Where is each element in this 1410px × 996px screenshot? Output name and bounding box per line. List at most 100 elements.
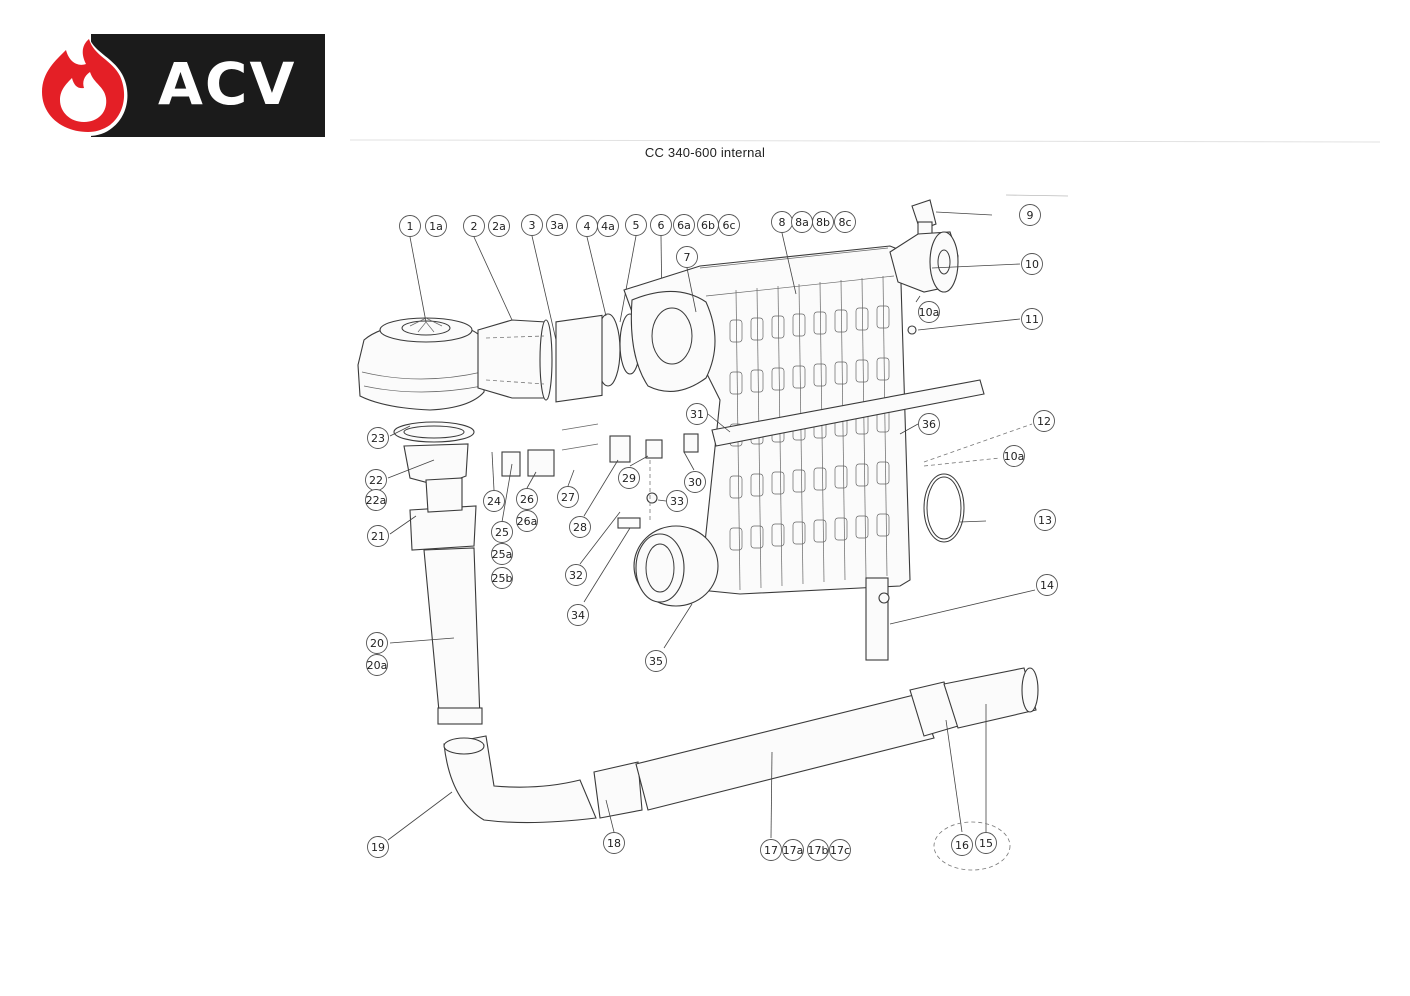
part-label-3: 3 (521, 214, 543, 236)
part-label-17: 17 (760, 839, 782, 861)
flue-pipe-part (387, 667, 1039, 871)
svg-text:21: 21 (371, 530, 385, 543)
part-label-1a: 1a (425, 215, 447, 237)
gasket-ring-part (923, 423, 1033, 543)
part-label-16: 16 (951, 834, 973, 856)
part-label-8a: 8a (791, 211, 813, 233)
svg-text:3a: 3a (550, 219, 564, 232)
part-label-26a: 26a (516, 510, 538, 532)
outlet-valve-part (889, 199, 1021, 335)
part-label-19: 19 (367, 836, 389, 858)
svg-text:5: 5 (633, 219, 640, 232)
part-label-6a: 6a (673, 214, 695, 236)
svg-text:8a: 8a (795, 216, 809, 229)
svg-text:17a: 17a (783, 844, 804, 857)
svg-text:9: 9 (1027, 209, 1034, 222)
part-label-1: 1 (399, 215, 421, 237)
part-label-13: 13 (1034, 509, 1056, 531)
part-label-31: 31 (686, 403, 708, 425)
gas-valve-assembly-part (491, 314, 699, 603)
part-label-4: 4 (576, 215, 598, 237)
svg-text:13: 13 (1038, 514, 1052, 527)
svg-text:6: 6 (658, 219, 665, 232)
svg-text:28: 28 (573, 521, 587, 534)
inspection-door-part (633, 525, 719, 649)
part-label-36: 36 (918, 413, 940, 435)
part-label-6b: 6b (697, 214, 719, 236)
acv-logo: ACV (36, 34, 326, 140)
svg-text:20: 20 (370, 637, 384, 650)
svg-text:32: 32 (569, 569, 583, 582)
svg-text:26: 26 (520, 493, 534, 506)
part-label-8: 8 (771, 211, 793, 233)
svg-text:2: 2 (471, 220, 478, 233)
part-label-2: 2 (463, 215, 485, 237)
part-label-25a: 25a (491, 543, 513, 565)
part-label-9: 9 (1019, 204, 1041, 226)
svg-text:25: 25 (495, 526, 509, 539)
part-label-15: 15 (975, 832, 997, 854)
svg-text:34: 34 (571, 609, 585, 622)
svg-text:8c: 8c (838, 216, 851, 229)
svg-text:6a: 6a (677, 219, 691, 232)
part-label-3a: 3a (546, 214, 568, 236)
part-label-11: 11 (1021, 308, 1043, 330)
svg-text:10: 10 (1025, 258, 1039, 271)
part-label-4a: 4a (597, 215, 619, 237)
svg-text:18: 18 (607, 837, 621, 850)
svg-text:27: 27 (561, 491, 575, 504)
svg-text:35: 35 (649, 655, 663, 668)
part-label-14: 14 (1036, 574, 1058, 596)
part-label-17a: 17a (782, 839, 804, 861)
svg-text:30: 30 (688, 476, 702, 489)
part-label-23: 23 (367, 427, 389, 449)
svg-text:8: 8 (779, 216, 786, 229)
logo-bar (91, 34, 325, 137)
svg-text:4: 4 (584, 220, 591, 233)
svg-text:11: 11 (1025, 313, 1039, 326)
condensate-drain-part (865, 577, 1036, 661)
fan-blower-part (357, 236, 487, 411)
svg-text:8b: 8b (816, 216, 830, 229)
part-label-17b: 17b (807, 839, 829, 861)
svg-text:2a: 2a (492, 220, 506, 233)
svg-text:19: 19 (371, 841, 385, 854)
part-label-25b: 25b (491, 567, 513, 589)
heat-exchanger-part (623, 232, 985, 595)
part-label-26: 26 (516, 488, 538, 510)
svg-text:17b: 17b (808, 844, 829, 857)
svg-text:16: 16 (955, 839, 969, 852)
part-label-29: 29 (618, 467, 640, 489)
part-label-20a: 20a (366, 654, 388, 676)
svg-text:20a: 20a (367, 659, 388, 672)
svg-text:23: 23 (371, 432, 385, 445)
part-label-35: 35 (645, 650, 667, 672)
svg-text:12: 12 (1037, 415, 1051, 428)
part-label-25: 25 (491, 521, 513, 543)
part-label-34: 34 (567, 604, 589, 626)
part-label-21: 21 (367, 525, 389, 547)
venturi-part (473, 235, 557, 401)
svg-text:1: 1 (407, 220, 414, 233)
part-label-28: 28 (569, 516, 591, 538)
svg-text:6c: 6c (722, 219, 735, 232)
svg-text:36: 36 (922, 418, 936, 431)
part-label-22: 22 (365, 469, 387, 491)
svg-text:14: 14 (1040, 579, 1054, 592)
svg-text:22: 22 (369, 474, 383, 487)
part-label-18: 18 (603, 832, 625, 854)
air-pipe-vertical-part (389, 547, 483, 725)
svg-text:29: 29 (622, 472, 636, 485)
air-inlet-adapter-part (387, 421, 477, 551)
svg-text:15: 15 (979, 837, 993, 850)
svg-text:4a: 4a (601, 220, 615, 233)
part-label-27: 27 (557, 486, 579, 508)
part-label-6: 6 (650, 214, 672, 236)
part-label-5: 5 (625, 214, 647, 236)
svg-text:6b: 6b (701, 219, 715, 232)
svg-text:24: 24 (487, 495, 501, 508)
svg-text:17: 17 (764, 844, 778, 857)
svg-text:31: 31 (690, 408, 704, 421)
